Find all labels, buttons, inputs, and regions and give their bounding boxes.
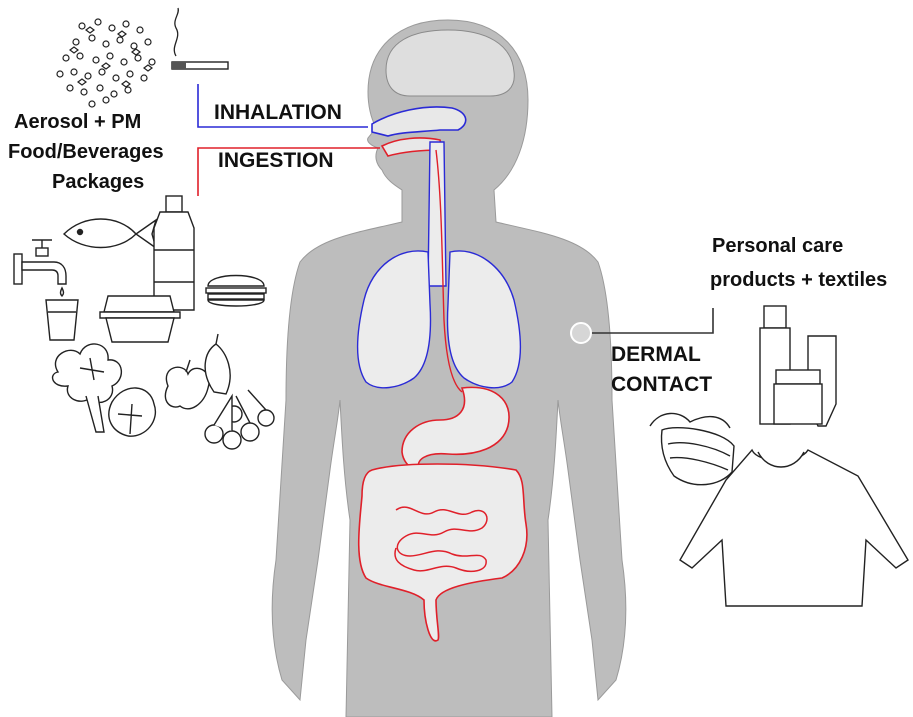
cosmetics-icon <box>760 306 836 426</box>
personal-care-label: Personal care <box>712 236 843 256</box>
vegetables-icon <box>53 344 156 436</box>
bottle-icon <box>154 196 194 310</box>
glass-icon <box>46 300 78 340</box>
fish-icon <box>64 219 156 248</box>
human-body <box>272 20 626 717</box>
dermal-contact-point <box>571 323 591 343</box>
face-mask-icon <box>650 413 734 484</box>
contact-label: CONTACT <box>611 374 712 395</box>
products-textiles-label: products + textiles <box>710 270 887 290</box>
ingestion-label: INGESTION <box>218 150 334 171</box>
food-container-icon <box>100 296 180 342</box>
cigarette-icon <box>172 8 228 69</box>
burger-icon <box>206 276 266 307</box>
food-beverages-label: Food/Beverages <box>8 142 164 162</box>
inhalation-label: INHALATION <box>214 102 342 123</box>
aerosol-pm-label: Aerosol + PM <box>14 112 141 132</box>
particles-icon <box>57 19 155 107</box>
faucet-icon <box>14 240 66 296</box>
fruit-icon <box>165 334 274 449</box>
dermal-label: DERMAL <box>611 344 701 365</box>
packages-label: Packages <box>52 172 144 192</box>
